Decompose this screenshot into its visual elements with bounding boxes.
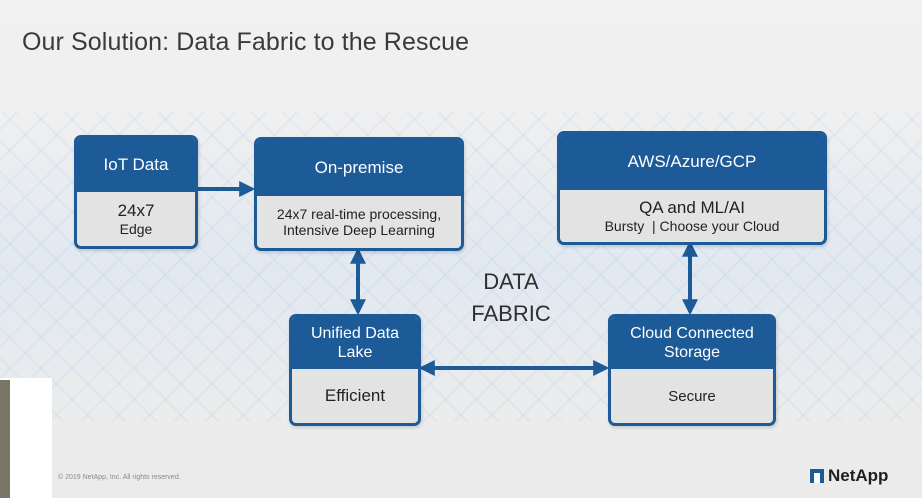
slide-title: Our Solution: Data Fabric to the Rescue <box>22 28 470 56</box>
cloud-provider-box: AWS/Azure/GCP QA and ML/AI Bursty | Choo… <box>557 131 827 245</box>
data-fabric-label-line1: DATA <box>483 269 539 294</box>
unified-data-lake-title-line1: Unified Data <box>310 325 400 342</box>
unified-data-lake-box: Unified Data Lake Efficient <box>289 314 421 426</box>
netapp-logo: NetApp <box>810 466 888 486</box>
unified-data-lake-header: Unified Data Lake <box>292 317 418 369</box>
cloud-provider-header: AWS/Azure/GCP <box>560 134 824 190</box>
iot-data-box: IoT Data 24x7 Edge <box>74 135 198 249</box>
cloud-connected-storage-text: Secure <box>668 387 716 405</box>
on-premise-body: 24x7 real-time processing, Intensive Dee… <box>257 196 461 248</box>
unified-data-lake-title-line2: Lake <box>337 344 373 361</box>
iot-data-line1: 24x7 <box>117 201 155 220</box>
cloud-provider-line2: Bursty | Choose your Cloud <box>604 218 780 234</box>
cloud-provider-line1: QA and ML/AI <box>639 198 745 217</box>
data-fabric-label: DATA FABRIC <box>456 266 566 330</box>
iot-data-line2: Edge <box>119 221 153 237</box>
on-premise-line2: Intensive Deep Learning <box>283 222 435 238</box>
on-premise-line1: 24x7 real-time processing, <box>276 206 442 222</box>
cloud-connected-storage-body: Secure <box>611 369 773 423</box>
cloud-connected-storage-box: Cloud Connected Storage Secure <box>608 314 776 426</box>
iot-data-body: 24x7 Edge <box>77 192 195 246</box>
cloud-connected-storage-header: Cloud Connected Storage <box>611 317 773 369</box>
on-premise-header: On-premise <box>257 140 461 196</box>
netapp-logo-text: NetApp <box>828 466 889 485</box>
cloud-connected-storage-title-line1: Cloud Connected <box>630 325 754 342</box>
copyright-notice: © 2019 NetApp, Inc. All rights reserved. <box>58 474 181 481</box>
iot-data-title: IoT Data <box>103 155 169 174</box>
on-premise-box: On-premise 24x7 real-time processing, In… <box>254 137 464 251</box>
data-fabric-label-line2: FABRIC <box>471 301 551 326</box>
cloud-connected-storage-title-line2: Storage <box>663 344 721 361</box>
cloud-provider-title: AWS/Azure/GCP <box>627 152 757 171</box>
netapp-logo-icon <box>810 469 824 483</box>
cloud-provider-body: QA and ML/AI Bursty | Choose your Cloud <box>560 190 824 242</box>
unified-data-lake-text: Efficient <box>324 386 386 405</box>
video-overlay-edge <box>0 380 10 498</box>
iot-data-header: IoT Data <box>77 138 195 192</box>
unified-data-lake-body: Efficient <box>292 369 418 423</box>
on-premise-title: On-premise <box>314 158 404 177</box>
